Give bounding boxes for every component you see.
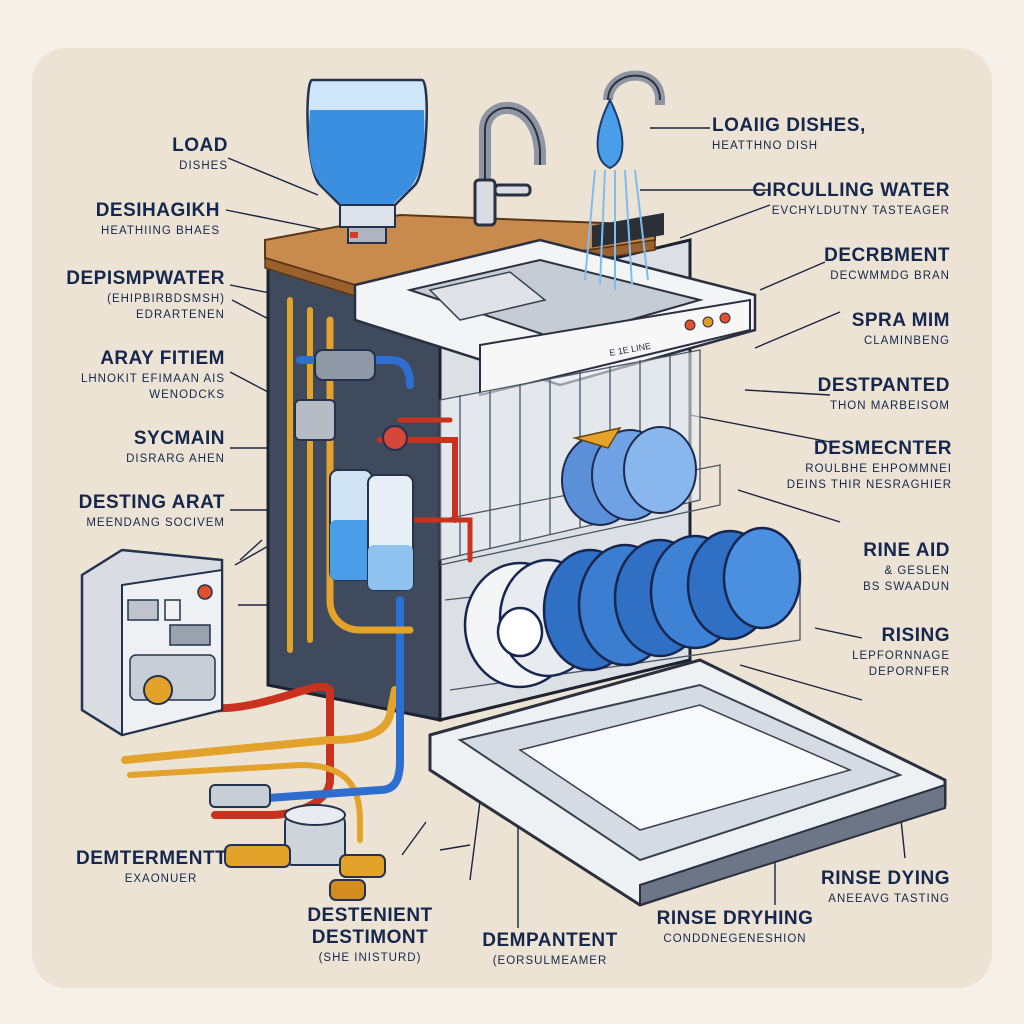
upper-rack-plates (561, 426, 697, 526)
label-load: LOAD DISHES (100, 135, 228, 173)
external-pump-unit (80, 548, 224, 737)
label-depismpwater: DEPISMPWATER (EHIPBIRBDSMSH) EDRARTENEN (66, 268, 225, 322)
label-loadingdishes: LOAIIG DISHES, HEATTHNO DISH (712, 115, 866, 152)
water-bottle (306, 78, 428, 244)
label-rinsedying: RINSE DYING ANEEAVG TASTING (820, 868, 950, 905)
label-desmecnter: DESMECNTER ROULBHE EHPOMMNEI DEINS THIR … (786, 438, 952, 492)
label-destingarat: DESTING ARAT MEENDANG SOCIVEM (78, 492, 225, 529)
leader-lines (225, 127, 906, 928)
bottom-valve (209, 784, 386, 901)
label-load-sub: DISHES (179, 159, 228, 172)
label-rinsedryhing: RINSE DRYHING CONDDNEGENESHION (656, 908, 814, 945)
label-sprarim: SPRA MIM CLAMINBENG (851, 310, 950, 347)
label-load-title: LOAD (172, 135, 228, 156)
open-door (428, 658, 947, 907)
label-decrbment: DECRBMENT DECWMMDG BRAN (824, 245, 950, 282)
faucet (473, 102, 546, 227)
water-tap (584, 70, 665, 290)
lower-rack-plates (463, 526, 802, 689)
interior-components (294, 349, 414, 591)
label-dementermentt: DEMTERMENTT EXAONUER (76, 848, 228, 885)
label-arayfitiem: ARAY FITIEM LHNOKIT EFIMAAN AIS WENODCKS (80, 348, 225, 402)
label-dempantent: DEMPANTENT (EORSULMEAMER (482, 930, 618, 967)
label-destenient: DESTENIENT DESTIMONT (SHE INISTURD) (307, 905, 433, 964)
label-circulling: CIRCULLING WATER EVCHYLDUTNY TASTEAGER (752, 180, 950, 217)
label-desihagik: DESIHAGIKH HEATHIING BHAES (95, 200, 220, 237)
label-despanted: DESTPANTED THON MARBEISOM (817, 375, 950, 412)
label-sycmain: SYCMAIN DISRARG AHEN (126, 428, 225, 465)
label-rineaid: RINE AID & GESLEN BS SWAADUN (863, 540, 950, 594)
label-rising: RISING LEPFORNNAGE DEPORNFER (852, 625, 950, 679)
